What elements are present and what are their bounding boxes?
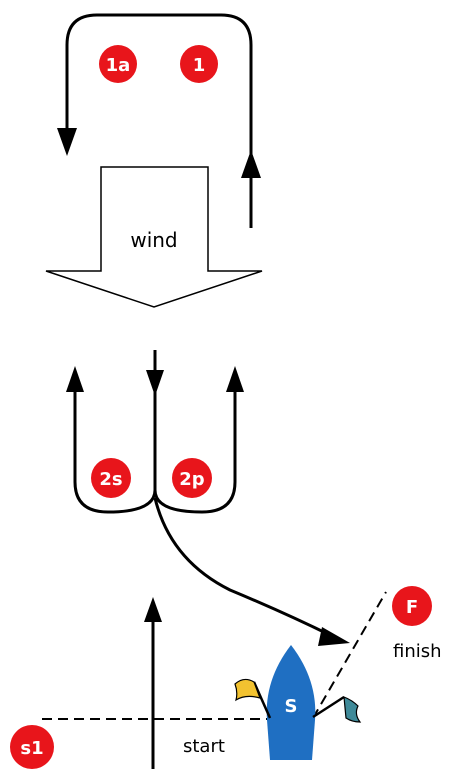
upwind-loop-path: [65, 13, 253, 228]
mark-1: 1: [180, 45, 218, 83]
mark-2p: 2p: [172, 458, 212, 498]
teal-flag-icon: [312, 695, 362, 723]
arrow-up-right: [241, 150, 261, 178]
arrow-down-center: [146, 370, 164, 396]
path-to-finish: [153, 497, 341, 642]
arrow-to-finish: [318, 627, 350, 646]
arrow-up-gate-left: [66, 366, 84, 392]
finish-line: [312, 591, 387, 719]
mark-1a-label: 1a: [106, 55, 131, 76]
mark-2p-label: 2p: [179, 469, 205, 490]
mark-finish-label: F: [406, 597, 418, 618]
yellow-flag-icon: [234, 678, 272, 719]
arrow-down-left: [57, 128, 77, 156]
wind-arrow: [45, 166, 263, 308]
mark-2s: 2s: [91, 458, 131, 498]
boat-label: S: [285, 696, 298, 717]
mark-finish: F: [392, 586, 432, 626]
start-label: start: [183, 736, 225, 757]
arrow-up-start: [144, 597, 162, 622]
gate-path-starboard: [73, 350, 157, 514]
arrow-up-gate-right: [226, 366, 244, 392]
gate-path-port: [153, 380, 237, 514]
wind-label: wind: [130, 228, 177, 252]
boat-hull: [266, 645, 316, 760]
mark-s1-label: s1: [20, 738, 43, 759]
signal-boat: S: [266, 645, 316, 760]
mark-s1: s1: [10, 725, 54, 769]
mark-2s-label: 2s: [99, 469, 122, 490]
mark-1a: 1a: [99, 45, 137, 83]
finish-label: finish: [393, 641, 442, 662]
mark-1-label: 1: [193, 55, 206, 76]
